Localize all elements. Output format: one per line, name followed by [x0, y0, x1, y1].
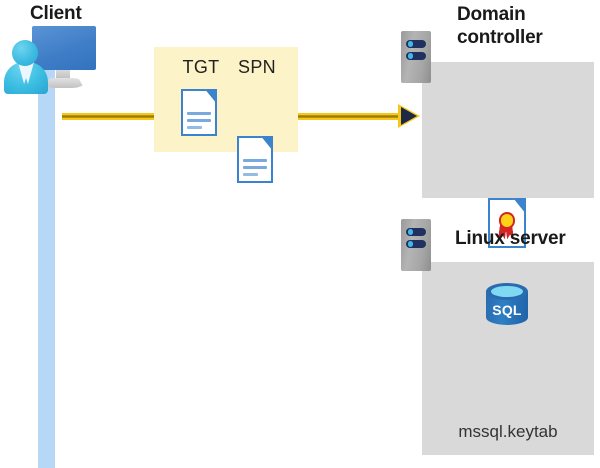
tgt-spn-highlight-box [154, 47, 298, 152]
person-head-icon [12, 40, 38, 66]
monitor-screen-icon [32, 26, 96, 70]
client-title: Client [30, 3, 82, 24]
document-text-lines [186, 111, 212, 133]
spn-label: SPN [238, 57, 276, 77]
monitor-base-icon [44, 78, 84, 88]
linux-server-rack-icon [401, 219, 431, 271]
keytab-filename-label: mssql.keytab [458, 422, 558, 441]
request-arrow-head-icon [401, 107, 417, 125]
user-workstation-icon [4, 26, 100, 98]
domain-controller-panel [422, 62, 594, 198]
server-bay-indicator [406, 39, 426, 49]
domain-controller-title: Domain controller [457, 4, 543, 48]
database-cylinder-top-inner [491, 286, 523, 297]
document-text-lines [242, 158, 268, 180]
sql-label: SQL [492, 302, 522, 318]
client-lifeline [38, 70, 55, 468]
domain-controller-server-rack-icon [401, 31, 431, 83]
server-bay-indicator [406, 239, 426, 249]
sql-database-icon: SQL [486, 282, 528, 332]
linux-server-title: Linux server [455, 228, 566, 249]
certificate-seal-core [500, 214, 514, 227]
server-bay-indicator [406, 51, 426, 61]
spn-document-icon [237, 136, 273, 183]
tgt-label: TGT [182, 57, 220, 77]
tgt-document-icon [181, 89, 217, 136]
certificate-document-icon [488, 198, 526, 248]
server-bay-indicator [406, 227, 426, 237]
monitor-neck-icon [56, 70, 70, 80]
